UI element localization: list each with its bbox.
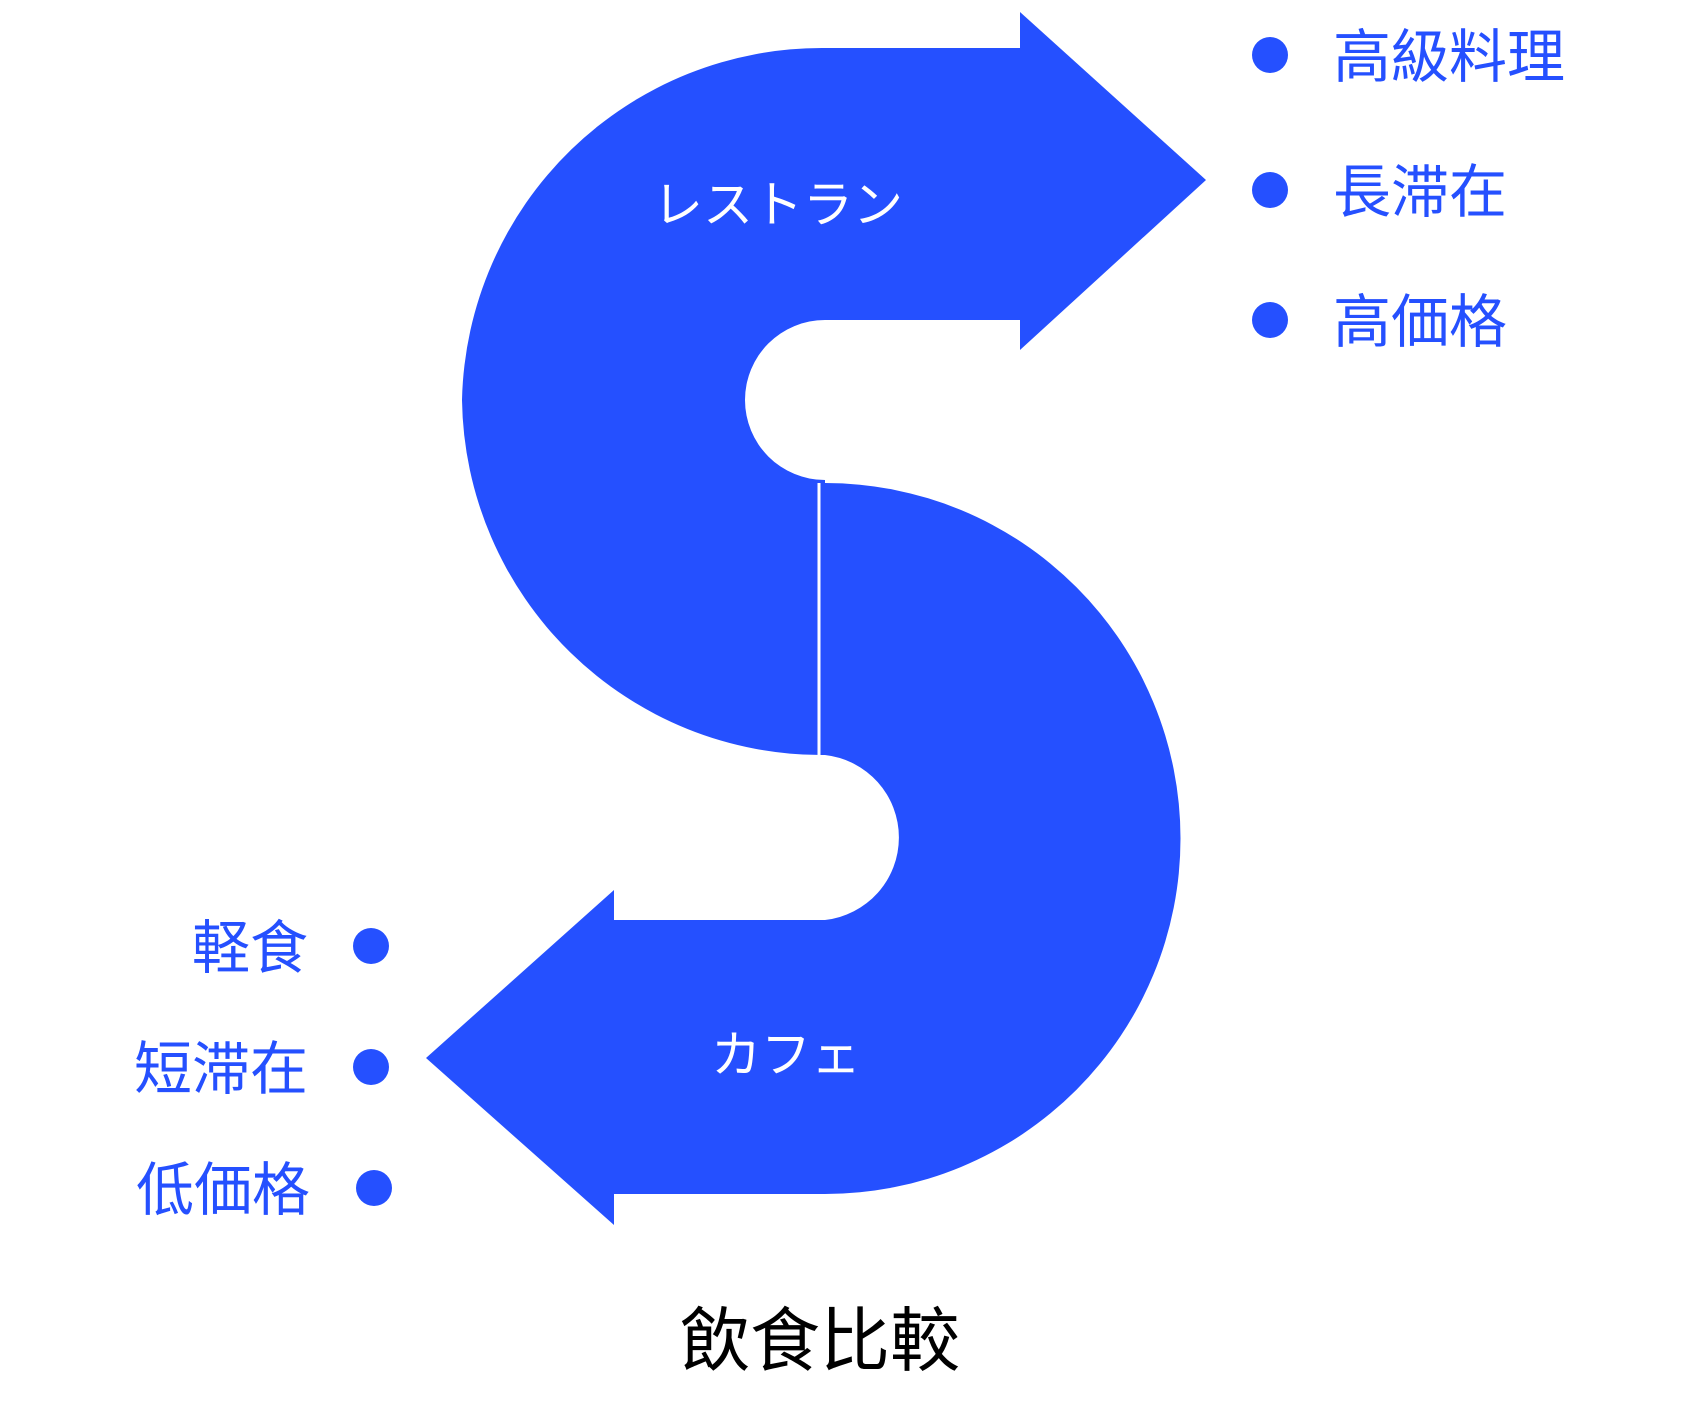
diagram-title: 飲食比較 bbox=[680, 1300, 960, 1382]
bullet-dot bbox=[353, 928, 389, 964]
bullet-dot bbox=[1252, 172, 1288, 208]
restaurant-trait-2: 長滞在 bbox=[1333, 158, 1507, 226]
restaurant-trait-1: 高級料理 bbox=[1333, 23, 1565, 91]
cafe-trait-2: 短滞在 bbox=[134, 1035, 308, 1103]
bullet-dot bbox=[1252, 37, 1288, 73]
bottom-arrow-shape bbox=[426, 483, 1181, 1225]
restaurant-trait-3: 高価格 bbox=[1333, 288, 1507, 356]
bullet-dot bbox=[356, 1170, 392, 1206]
cafe-label: カフェ bbox=[711, 1026, 861, 1084]
restaurant-label: レストラン bbox=[653, 176, 903, 234]
cafe-trait-3: 低価格 bbox=[136, 1156, 310, 1224]
cafe-trait-1: 軽食 bbox=[192, 914, 308, 982]
bullet-dot bbox=[1252, 302, 1288, 338]
top-arrow-shape bbox=[462, 12, 1206, 756]
bullet-dot bbox=[353, 1049, 389, 1085]
